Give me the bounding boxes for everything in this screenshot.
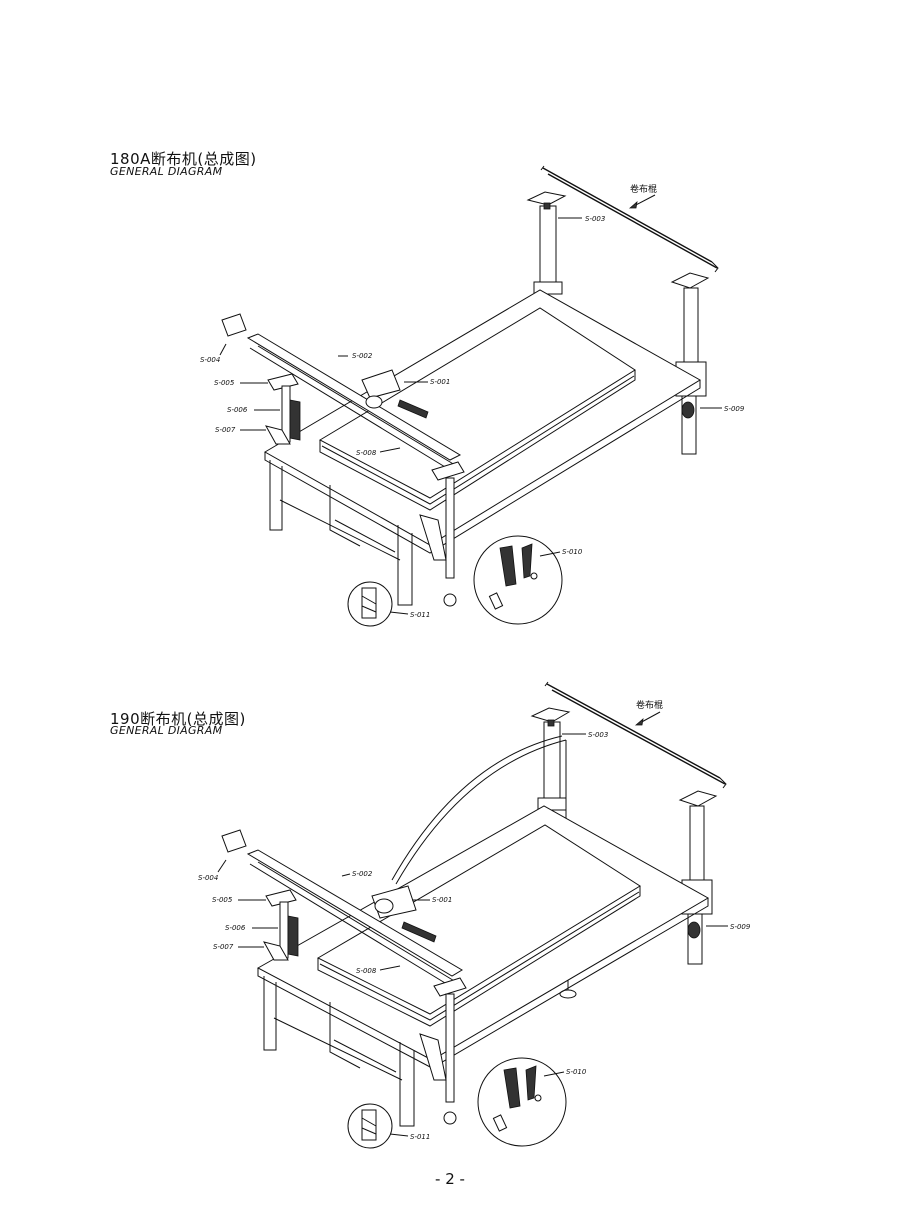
diagram-180a: 180A断布机(总成图) GENERAL DIAGRAM	[110, 150, 745, 627]
rear-post-left	[530, 707, 571, 811]
part-label-s004: S-004	[200, 356, 220, 364]
part-label-s008: S-008	[356, 449, 377, 457]
diagram-subtitle: GENERAL DIAGRAM	[110, 165, 223, 178]
part-label-s002: S-002	[352, 870, 373, 878]
part-label-s011: S-011	[410, 1133, 430, 1141]
part-label-s001: S-001	[432, 896, 452, 904]
part-label-s008: S-008	[356, 967, 377, 975]
table-legs	[269, 460, 413, 606]
part-label-s001: S-001	[430, 378, 450, 386]
leader-lines	[217, 733, 728, 1137]
diagram-title: 190断布机(总成图)	[110, 710, 246, 728]
table-legs	[263, 976, 415, 1127]
part-label-s002: S-002	[352, 352, 373, 360]
roller	[544, 681, 727, 789]
part-label-s003: S-003	[588, 731, 608, 739]
part-label-s006: S-006	[225, 924, 246, 932]
detail-s011	[347, 1103, 393, 1149]
rear-post-right	[670, 272, 710, 455]
part-label-s005: S-005	[212, 896, 233, 904]
detail-s011	[347, 581, 393, 627]
cutting-rail	[221, 313, 462, 471]
part-label-s007: S-007	[213, 943, 234, 951]
part-label-s007: S-007	[215, 426, 236, 434]
machine-drawing: 卷布棍 S-001 S-002 S-003 S-004 S-005 S-006 …	[198, 681, 751, 1149]
diagram-subtitle: GENERAL DIAGRAM	[110, 724, 223, 737]
detail-circle	[477, 1057, 567, 1147]
part-label-s009: S-009	[730, 923, 751, 931]
leader-lines	[219, 217, 722, 615]
table-top	[256, 805, 710, 1069]
part-label-s003: S-003	[585, 215, 605, 223]
page-number: - 2 -	[435, 1170, 465, 1188]
machine-drawing: 卷布棍 S-001 S-002 S-003 S-004 S-005 S-006 …	[200, 165, 745, 627]
part-labels: 卷布棍 S-001 S-002 S-003 S-004 S-005 S-006 …	[200, 183, 745, 619]
part-label-s010: S-010	[566, 1068, 587, 1076]
part-label-s004: S-004	[198, 874, 218, 882]
table-top	[263, 289, 701, 554]
roller-label: 卷布棍	[630, 183, 657, 195]
roller-label: 卷布棍	[636, 699, 663, 711]
part-label-s011: S-011	[410, 611, 430, 619]
rear-post-left	[526, 191, 567, 295]
diagram-title: 180A断布机(总成图)	[110, 150, 257, 168]
clamps	[263, 889, 467, 1125]
clamps	[265, 373, 465, 607]
part-label-s006: S-006	[227, 406, 248, 414]
roller	[540, 165, 719, 273]
part-label-s009: S-009	[724, 405, 745, 413]
diagram-190: 190断布机(总成图) GENERAL DIAGRAM	[0, 640, 900, 1160]
part-label-s005: S-005	[214, 379, 235, 387]
cutting-rail	[221, 829, 463, 987]
part-labels: 卷布棍 S-001 S-002 S-003 S-004 S-005 S-006 …	[198, 699, 751, 1141]
part-label-s010: S-010	[562, 548, 583, 556]
detail-circle	[473, 535, 563, 625]
rear-post-right	[678, 790, 718, 965]
